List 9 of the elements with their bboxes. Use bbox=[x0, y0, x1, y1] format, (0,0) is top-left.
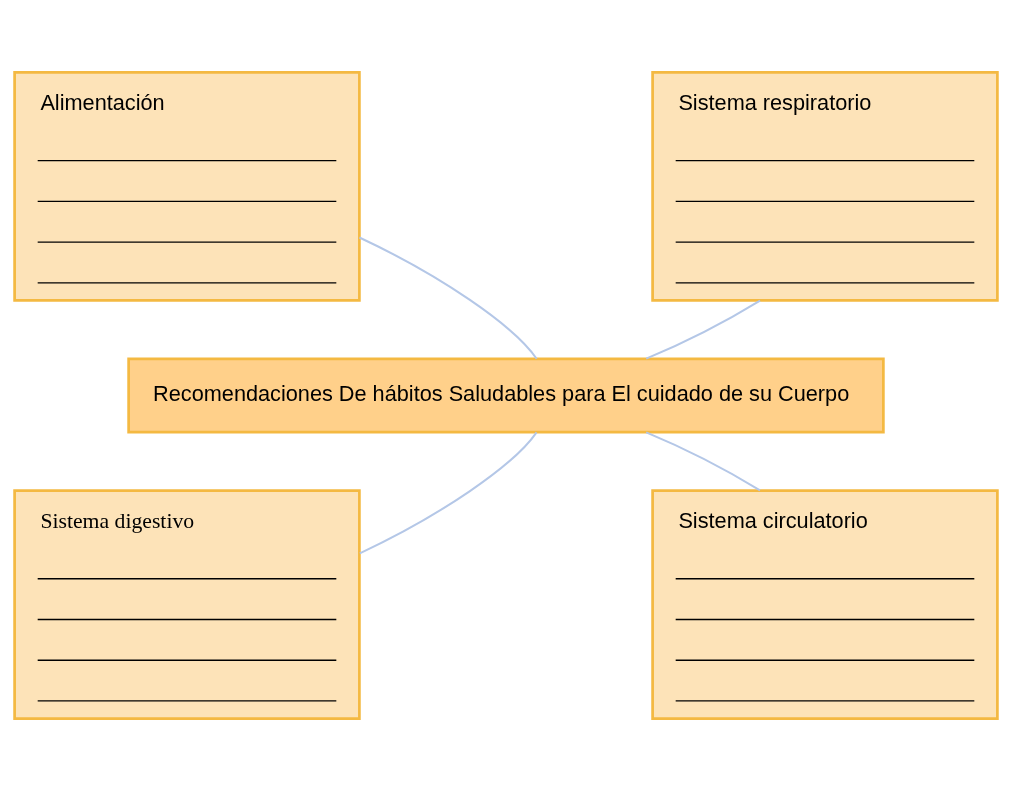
connector bbox=[645, 431, 761, 492]
node-box: Recomendaciones De hábitos Saludables para El cuidado de su Cuerpo bbox=[126, 357, 885, 434]
node-box: Sistema respiratorio bbox=[650, 71, 999, 302]
connector bbox=[358, 236, 537, 360]
connector bbox=[645, 299, 761, 360]
node-box: Alimentación bbox=[12, 71, 361, 302]
connector bbox=[358, 431, 537, 555]
node-box: Sistema digestivo bbox=[12, 489, 361, 720]
node-box: Sistema circulatorio bbox=[650, 489, 999, 720]
